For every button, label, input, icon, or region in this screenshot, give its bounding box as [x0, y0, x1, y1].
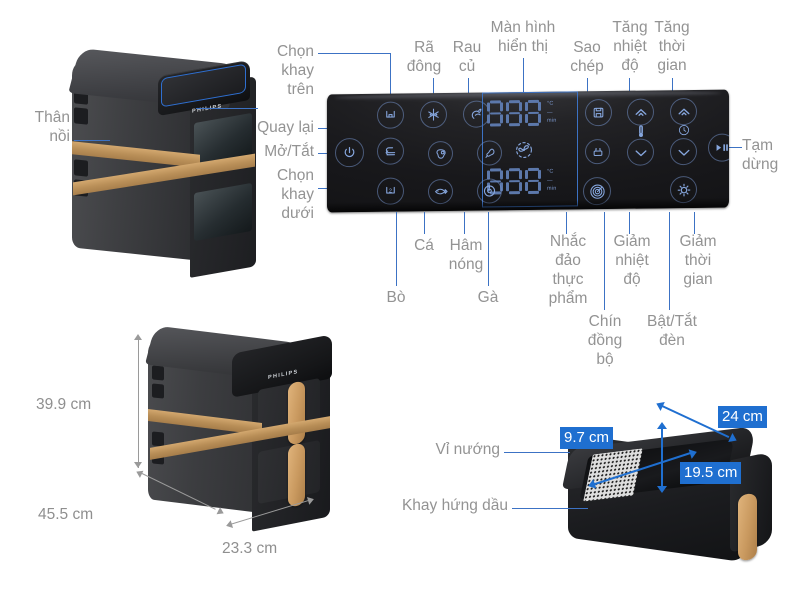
- dimension-basket-height: 9.7 cm: [560, 427, 614, 449]
- play-pause-button[interactable]: [708, 133, 729, 162]
- power-button[interactable]: [335, 138, 364, 168]
- top-tray-button[interactable]: [377, 101, 404, 129]
- svg-text:2: 2: [389, 188, 392, 194]
- leader-line-vegetables: [468, 78, 469, 104]
- vent-slot: [152, 431, 164, 447]
- leader-line-grill-rack: [504, 452, 570, 453]
- fan-icon: [516, 142, 532, 159]
- leader-line-oil-tray: [512, 508, 588, 509]
- clock-icon: [678, 125, 690, 136]
- chicken-leg-button[interactable]: [477, 140, 502, 166]
- dimension-basket-depth: 24 cm: [718, 406, 767, 428]
- back-button[interactable]: [377, 137, 404, 165]
- callout-light-toggle: Bật/Tắt đèn: [647, 313, 697, 349]
- temp-up-button[interactable]: [627, 98, 654, 126]
- callout-back: Quay lại: [257, 119, 314, 136]
- vent-slot: [152, 365, 164, 381]
- dimension-height: 39.9 cm: [36, 396, 92, 413]
- leader-line-shake-food: [566, 212, 567, 234]
- beef-button[interactable]: [428, 140, 453, 167]
- time-up-button[interactable]: [670, 97, 697, 126]
- leader-line-select-top-tray: [318, 53, 390, 54]
- vent-slot: [74, 107, 88, 125]
- callout-shake-reminder: Nhắc đảo thực phẩm: [548, 233, 588, 307]
- callout-select-bottom-tray: Chọn khay dưới: [276, 167, 314, 222]
- thermometer-icon: [639, 125, 643, 138]
- dimension-basket-width: 19.5 cm: [680, 462, 742, 484]
- callout-grill-rack: Vỉ nướng: [435, 441, 501, 458]
- dimension-line-height: [138, 338, 139, 468]
- basket-handle: [738, 492, 757, 562]
- callout-display: Màn hình hiển thị: [490, 19, 556, 55]
- reheat-button[interactable]: [477, 178, 502, 204]
- basket-image: [560, 426, 790, 582]
- defrost-snowflake-button[interactable]: [420, 100, 447, 129]
- callout-time-down: Giảm thời gian: [679, 233, 717, 288]
- leader-line-beef: [396, 212, 397, 286]
- dimension-width: 23.3 cm: [222, 540, 278, 557]
- bottom-tray-button[interactable]: 2: [377, 177, 404, 205]
- lower-drawer-handle: [288, 442, 305, 508]
- callout-body: Thân nồi: [34, 109, 70, 145]
- upper-drawer-handle: [288, 380, 305, 446]
- leader-line-chicken: [488, 212, 489, 286]
- vent-slot: [152, 383, 164, 399]
- fish-button[interactable]: [428, 178, 453, 205]
- leader-line-body: [74, 140, 110, 141]
- leader-line-time-down: [694, 212, 695, 234]
- sync-finish-button[interactable]: [583, 176, 611, 206]
- callout-vegetables: Rau củ: [452, 39, 482, 75]
- product-image-front: PHILIPS: [62, 40, 262, 278]
- arrowhead-up: [134, 334, 142, 340]
- temp-down-button[interactable]: [627, 138, 654, 166]
- arrowhead-down: [134, 462, 142, 468]
- leader-line-select-top-tray-drop: [390, 53, 391, 105]
- callout-chicken: Gà: [477, 289, 499, 306]
- callout-beef: Bò: [386, 289, 406, 306]
- leader-line-select-top-tray-product: [196, 108, 258, 109]
- lower-basket-window: [194, 182, 252, 242]
- leader-line-sync-finish: [604, 212, 605, 310]
- callout-temp-down: Giảm nhiệt độ: [613, 233, 651, 288]
- callout-sync-finish: Chín đồng bộ: [587, 313, 623, 368]
- leader-line-fish: [424, 212, 425, 234]
- vent-slot: [74, 159, 88, 177]
- copy-preset-button[interactable]: [585, 98, 612, 127]
- time-down-button[interactable]: [670, 137, 697, 166]
- leader-line-defrost: [433, 78, 434, 104]
- vegetables-button[interactable]: [463, 100, 490, 128]
- light-bulb-button[interactable]: [670, 175, 697, 204]
- callout-fish: Cá: [414, 237, 434, 254]
- leader-line-light-toggle: [669, 212, 670, 310]
- callout-temp-up: Tăng nhiệt độ: [612, 19, 648, 74]
- callout-select-top-tray: Chọn khay trên: [276, 43, 314, 98]
- callout-copy-preset: Sao chép: [570, 39, 604, 75]
- leader-line-temp-down: [629, 212, 630, 234]
- control-panel: °C — min °C — min: [327, 89, 729, 213]
- callout-defrost: Rã đông: [406, 39, 442, 75]
- arrowhead-left: [654, 398, 665, 412]
- shake-food-button[interactable]: [585, 138, 610, 165]
- arrowhead-left: [134, 468, 144, 478]
- display-readout: °C — min °C — min: [487, 95, 573, 206]
- arrowhead-up: [657, 422, 667, 429]
- leader-line-reheat: [464, 212, 465, 234]
- callout-oil-tray: Khay hứng dầu: [401, 497, 508, 514]
- dimension-line-basket-height: [661, 428, 663, 490]
- arrowhead-down: [657, 486, 667, 493]
- callout-pause: Tạm dừng: [742, 137, 779, 173]
- leader-line-display: [523, 58, 524, 98]
- callout-reheat: Hâm nóng: [448, 237, 484, 273]
- callout-time-up: Tăng thời gian: [654, 19, 690, 74]
- dimension-depth: 45.5 cm: [38, 506, 94, 523]
- callout-on-off: Mở/Tắt: [264, 143, 314, 160]
